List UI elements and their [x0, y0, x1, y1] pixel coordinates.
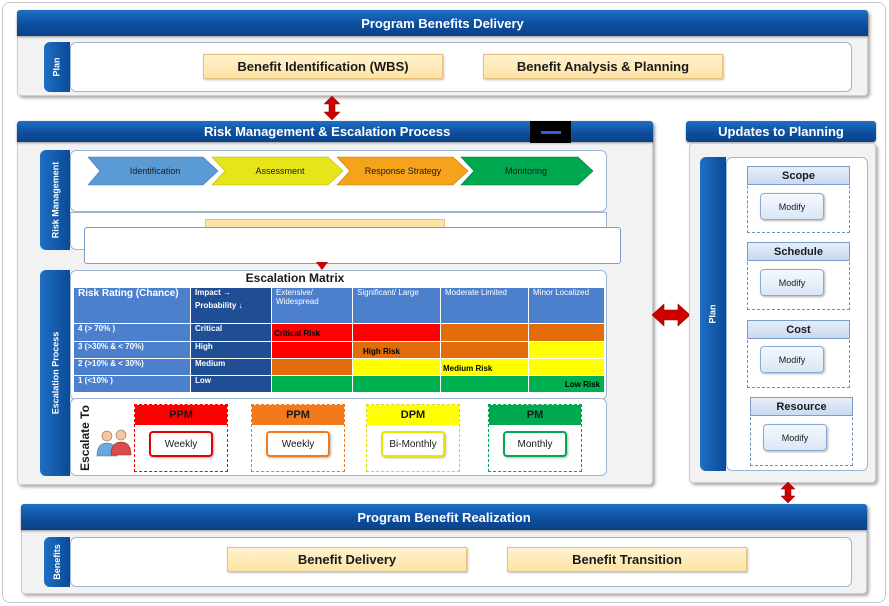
rating-row-4: 4 (> 70% )	[73, 323, 191, 342]
resource-label: Resource	[750, 397, 853, 416]
cell-critical-risk: Critical Risk	[271, 323, 353, 342]
cost-modify-button[interactable]: Modify	[760, 346, 824, 373]
escalation-card-dpm: DPM Bi-Monthly	[366, 404, 460, 472]
plan-side-tab: Plan	[44, 42, 70, 92]
risk-escalation-title-text: Risk Management & Escalation Process	[204, 124, 451, 139]
horizontal-double-arrow-icon	[652, 303, 690, 327]
matrix-title: Escalation Matrix	[245, 271, 345, 285]
program-benefit-realization-title: Program Benefit Realization	[21, 504, 867, 530]
benefit-delivery-button[interactable]: Benefit Delivery	[227, 547, 467, 572]
updates-plan-side-tab: Plan	[700, 157, 726, 471]
updates-plan-side-label: Plan	[707, 304, 718, 324]
escalation-card-pm: PM Monthly	[488, 404, 582, 472]
stage-identification: Identification	[129, 165, 181, 176]
escalate-to-label: Escalate To	[78, 405, 92, 471]
benefits-side-label: Benefits	[52, 544, 63, 580]
scope-modify-button[interactable]: Modify	[760, 193, 824, 220]
matrix-corner-label: Risk Rating (Chance)	[73, 286, 191, 325]
escalation-card-ppm-2: PPM Weekly	[251, 404, 345, 472]
probability-low: Low	[190, 374, 272, 394]
risk-escalation-title: Risk Management & Escalation Process	[17, 121, 653, 142]
chevron-assessment	[211, 156, 344, 186]
minimize-icon[interactable]	[530, 121, 571, 143]
probability-critical: Critical	[190, 323, 272, 342]
benefit-transition-button[interactable]: Benefit Transition	[507, 547, 747, 572]
critical-risk-label: Critical Risk	[274, 329, 321, 339]
chevron-identification	[88, 156, 219, 186]
impact-col-significant: Significant/ Large	[352, 286, 441, 325]
risk-stage-chevrons	[88, 156, 594, 186]
rating-row-1: 1 (<10% )	[73, 374, 191, 394]
updates-to-planning-title: Updates to Planning	[686, 121, 876, 142]
schedule-label: Schedule	[747, 242, 850, 261]
benefit-analysis-planning-button[interactable]: Benefit Analysis & Planning	[483, 54, 723, 79]
impact-col-extensive: Extensive/ Widespread	[271, 286, 353, 325]
updates-connector-arrow-icon	[780, 482, 796, 503]
program-benefits-delivery-title: Program Benefits Delivery	[17, 10, 868, 36]
chevron-response-strategy	[336, 156, 469, 186]
probability-label: Probability ↓	[195, 301, 243, 310]
escalation-role-pm: PM	[489, 405, 581, 425]
cost-label: Cost	[747, 320, 850, 339]
escalation-role-dpm: DPM	[367, 405, 459, 425]
impact-col-minor: Minor Localized	[528, 286, 605, 325]
matrix-pointer-icon	[316, 262, 328, 270]
risk-management-side-tab: Risk Management	[40, 150, 70, 250]
medium-risk-label: Medium Risk	[443, 363, 493, 373]
people-icon	[96, 429, 132, 457]
escalation-role-ppm-2: PPM	[252, 405, 344, 425]
rating-row-3: 3 (>30% & < 70%)	[73, 340, 191, 359]
schedule-modify-button[interactable]: Modify	[760, 269, 824, 296]
rating-row-2: 2 (>10% & < 30%)	[73, 357, 191, 376]
stage-assessment: Assessment	[255, 165, 305, 176]
probability-high: High	[190, 340, 272, 359]
escalation-process-side-label: Escalation Process	[50, 331, 61, 415]
frequency-weekly-2[interactable]: Weekly	[266, 431, 330, 457]
impact-col-moderate: Moderate Limited	[440, 286, 529, 325]
frequency-weekly-1[interactable]: Weekly	[149, 431, 213, 457]
chevron-monitoring	[460, 156, 594, 186]
scope-label: Scope	[747, 166, 850, 185]
connector-arrow-icon	[323, 96, 341, 120]
stage-response-strategy: Response Strategy	[364, 165, 442, 176]
escalation-process-side-tab: Escalation Process	[40, 270, 70, 476]
escalation-role-ppm-1: PPM	[135, 405, 227, 425]
probability-medium: Medium	[190, 357, 272, 376]
stage-monitoring: Monitoring	[504, 165, 548, 176]
overlay-blank-box	[84, 227, 621, 264]
frequency-monthly[interactable]: Monthly	[503, 431, 567, 457]
benefit-identification-button[interactable]: Benefit Identification (WBS)	[203, 54, 443, 79]
cell-high-risk: High Risk	[352, 340, 441, 359]
cell-medium-risk: Medium Risk	[440, 357, 529, 376]
impact-label: Impact →	[195, 288, 232, 297]
frequency-bi-monthly[interactable]: Bi-Monthly	[381, 431, 445, 457]
plan-side-label: Plan	[51, 57, 62, 77]
risk-management-side-label: Risk Management	[50, 161, 60, 239]
escalation-card-ppm-1: PPM Weekly	[134, 404, 228, 472]
resource-modify-button[interactable]: Modify	[763, 424, 827, 451]
cell-low-risk: Low Risk	[528, 374, 605, 394]
plan-content-box	[70, 42, 852, 92]
escalation-matrix-table: Risk Rating (Chance) Impact → Probabilit…	[73, 286, 605, 394]
benefits-side-tab: Benefits	[44, 537, 70, 587]
